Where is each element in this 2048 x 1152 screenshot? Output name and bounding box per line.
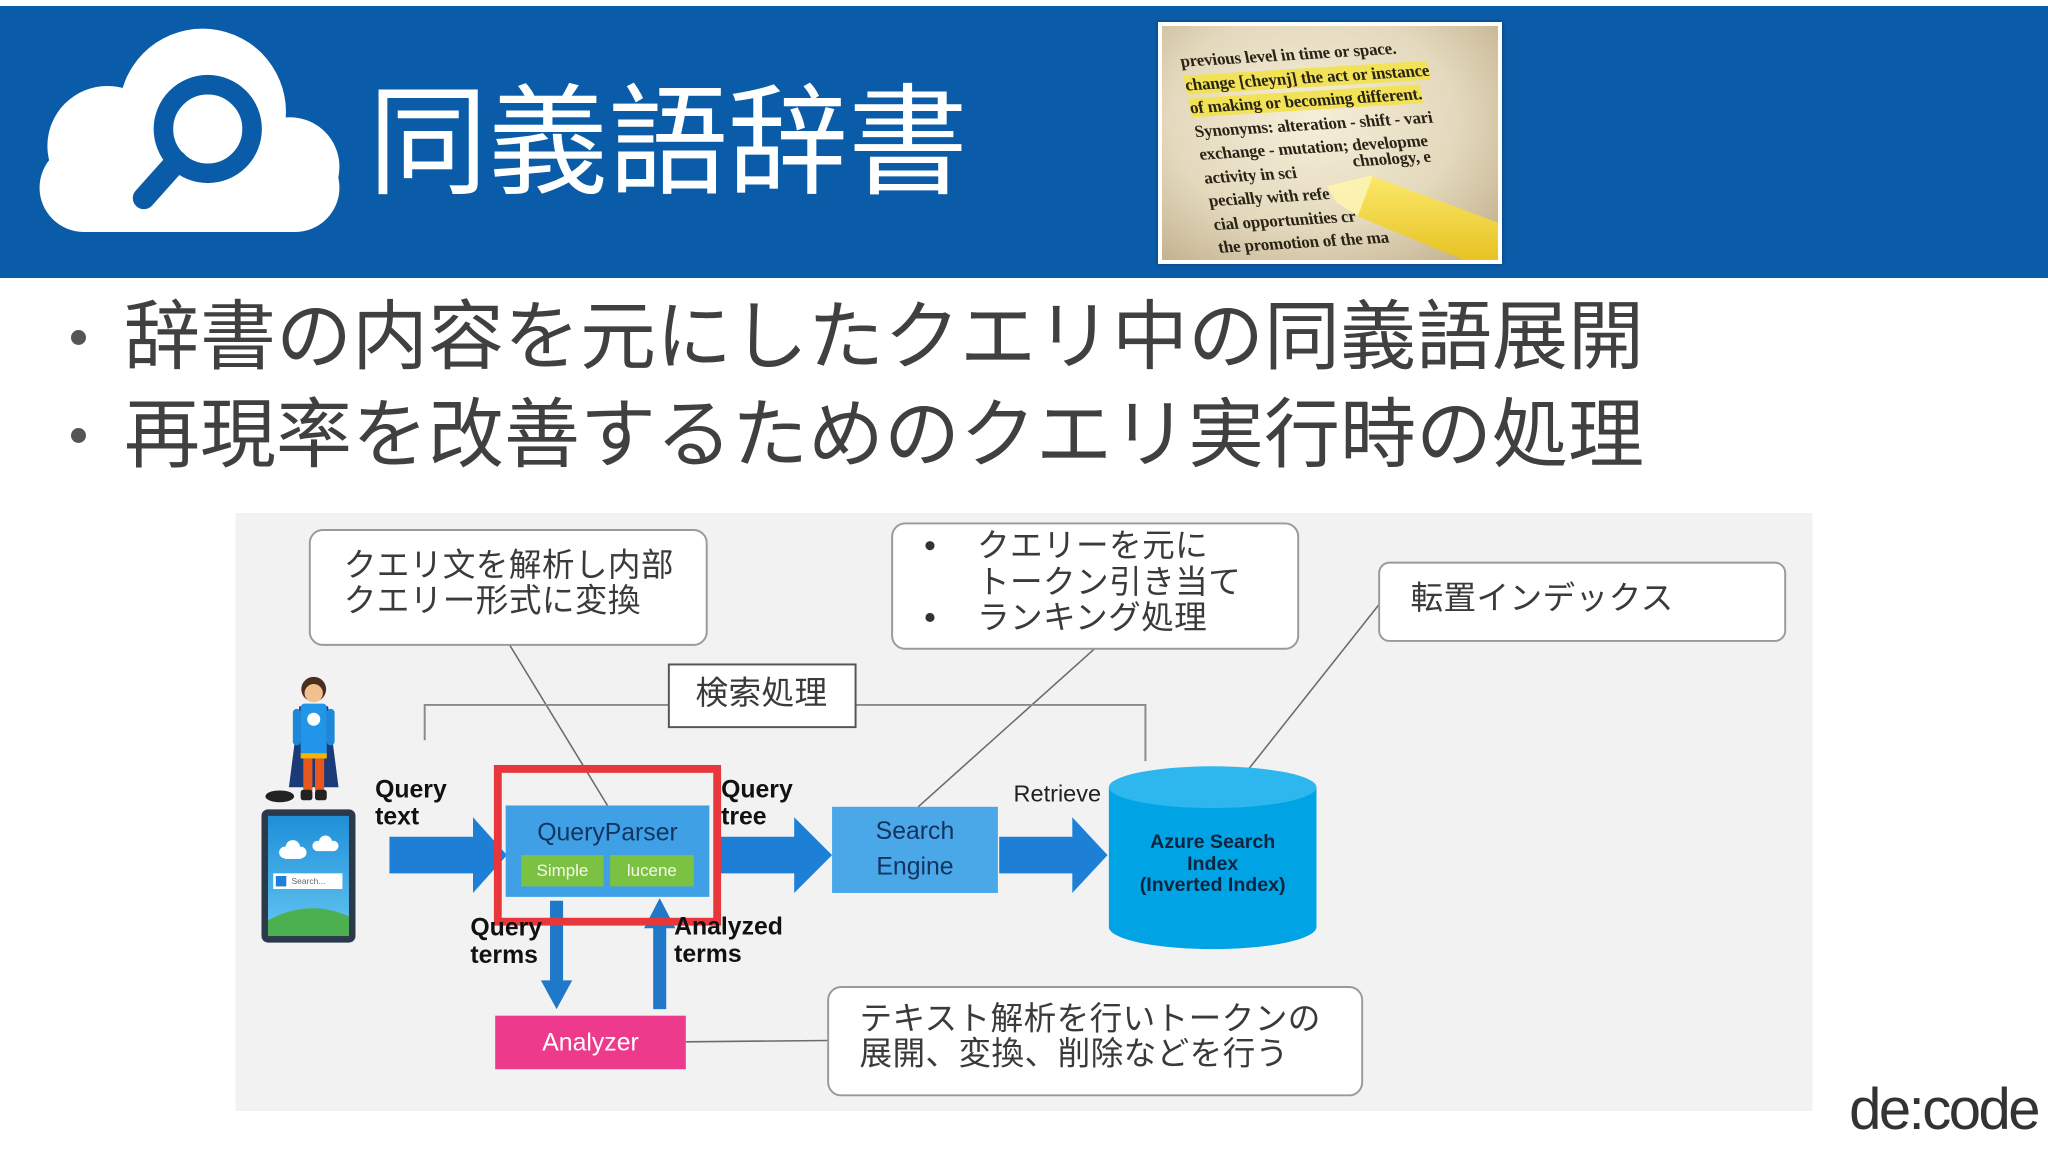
- bullet-item: 辞書の内容を元にしたクエリ中の同義語展開: [124, 292, 1644, 381]
- analyzer-connector: [685, 1039, 829, 1043]
- lucene-mode-label: lucene: [627, 861, 677, 880]
- query-parser-box: QueryParser Simple lucene: [505, 805, 710, 897]
- parser-callout-line: クエリ文を解析し内部: [344, 546, 674, 584]
- query-text-label: Query: [375, 776, 447, 803]
- engine-callout-line: ランキング処理: [977, 598, 1207, 636]
- highlighter-marker-icon: [1327, 175, 1498, 260]
- query-parser-highlight-frame: [493, 764, 722, 926]
- query-flow-diagram: クエリ文を解析し内部 クエリー形式に変換 クエリーを元に トークン引き当て ラン…: [235, 513, 1813, 1111]
- query-terms-label: Query: [470, 915, 542, 942]
- index-callout-text: 転置インデックス: [1410, 579, 1673, 617]
- index-label: (Inverted Index): [1140, 874, 1286, 896]
- search-processing-box: 検索処理: [667, 663, 857, 729]
- cloud-icon: [279, 835, 339, 860]
- index-callout: 転置インデックス: [1378, 561, 1787, 642]
- header-band: [0, 6, 2048, 278]
- analyzer-arrows: [540, 898, 676, 1010]
- index-label: Azure Search: [1150, 831, 1275, 853]
- search-engine-label: Search: [876, 818, 955, 845]
- arrow-right-icon: [999, 817, 1108, 893]
- arrow-up-icon: [644, 898, 676, 1010]
- callout-bullet-dot: [925, 612, 935, 623]
- analyzer-label: Analyzer: [542, 1030, 638, 1057]
- dictionary-photo: previous level in time or space. change …: [1158, 22, 1502, 264]
- bullet-dot: [71, 330, 86, 345]
- search-processing-label: 検索処理: [696, 674, 828, 712]
- query-parser-title: QueryParser: [537, 819, 678, 846]
- simple-mode-chip: [521, 855, 604, 887]
- analyzer-callout-line: テキスト解析を行いトークンの: [859, 999, 1320, 1037]
- search-index-database-icon: Azure Search Index (Inverted Index): [1108, 766, 1317, 950]
- superhero-user-icon: [265, 676, 339, 803]
- engine-connector: [917, 648, 1096, 808]
- query-tree-label: Query: [721, 776, 793, 803]
- query-text-label: text: [375, 804, 419, 831]
- analyzer-box: Analyzer: [495, 1015, 686, 1070]
- lucene-mode-chip: [610, 855, 694, 887]
- cloud-search-icon: [39, 28, 340, 232]
- retrieve-label: Retrieve: [1014, 781, 1102, 807]
- index-label: Index: [1187, 853, 1238, 875]
- engine-callout: クエリーを元に トークン引き当て ランキング処理: [891, 522, 1300, 650]
- analyzer-callout: テキスト解析を行いトークンの 展開、変換、削除などを行う: [827, 985, 1364, 1097]
- device-search-icon: [275, 875, 287, 887]
- arrow-down-icon: [540, 900, 573, 1010]
- flow-arrows: [389, 817, 1108, 893]
- arrow-right-icon: [717, 817, 833, 893]
- page-title: 同義語辞書: [368, 74, 968, 213]
- engine-callout-line: クエリーを元に: [977, 527, 1208, 565]
- analyzed-terms-label: Analyzed: [674, 913, 783, 940]
- bullet-item: 再現率を改善するためのクエリ実行時の処理: [124, 390, 1644, 479]
- tablet-icon: Search...: [261, 809, 356, 943]
- parser-callout: クエリ文を解析し内部 クエリー形式に変換: [308, 528, 708, 646]
- query-tree-label: tree: [721, 804, 767, 831]
- analyzer-callout-line: 展開、変換、削除などを行う: [859, 1035, 1288, 1073]
- parser-callout-line: クエリー形式に変換: [344, 581, 641, 619]
- arrow-right-icon: [389, 817, 507, 893]
- bullet-dot: [71, 428, 86, 443]
- parser-connector: [508, 644, 609, 806]
- search-engine-box: Search Engine: [832, 806, 998, 893]
- query-terms-label: terms: [470, 942, 538, 969]
- search-processing-bracket: [423, 703, 1147, 762]
- device-search-placeholder: Search...: [292, 876, 326, 886]
- decode-logo: de:code: [1849, 1077, 2040, 1142]
- device-search-bar: [273, 873, 343, 890]
- simple-mode-label: Simple: [537, 861, 589, 880]
- analyzed-terms-label: terms: [674, 941, 742, 968]
- engine-callout-line: トークン引き当て: [977, 563, 1241, 601]
- search-engine-label: Engine: [876, 853, 953, 880]
- callout-bullet-dot: [925, 541, 935, 551]
